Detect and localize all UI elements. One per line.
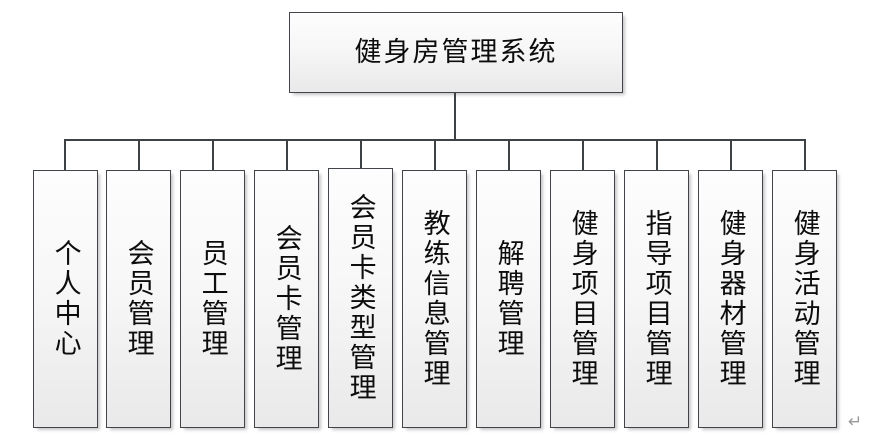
node-leaf-8-label: 健身项目管理 (567, 209, 598, 389)
node-leaf-9[interactable]: 指导项目管理 (624, 170, 689, 428)
node-leaf-10[interactable]: 健身器材管理 (698, 170, 763, 428)
connector-drop-8 (582, 139, 584, 170)
node-leaf-6[interactable]: 教练信息管理 (402, 170, 467, 428)
node-root-label: 健身房管理系统 (354, 36, 558, 67)
node-leaf-9-label: 指导项目管理 (641, 209, 672, 389)
node-leaf-2[interactable]: 会员管理 (106, 170, 171, 428)
connector-root-stem (454, 93, 456, 141)
node-leaf-3[interactable]: 员工管理 (180, 170, 245, 428)
connector-drop-11 (804, 139, 806, 170)
node-leaf-6-label: 教练信息管理 (419, 209, 450, 389)
connector-drop-6 (434, 139, 436, 170)
node-leaf-10-label: 健身器材管理 (715, 209, 746, 389)
connector-drop-2 (138, 139, 140, 170)
node-leaf-7-label: 解聘管理 (493, 239, 524, 359)
connector-drop-10 (730, 139, 732, 170)
node-root[interactable]: 健身房管理系统 (289, 12, 623, 93)
node-leaf-1[interactable]: 个人中心 (33, 170, 98, 428)
node-leaf-8[interactable]: 健身项目管理 (550, 170, 615, 428)
connector-drop-4 (286, 139, 288, 170)
node-leaf-11-label: 健身活动管理 (789, 209, 820, 389)
connector-drop-3 (212, 139, 214, 170)
node-leaf-5[interactable]: 会员卡类型管理 (328, 168, 393, 428)
node-leaf-11[interactable]: 健身活动管理 (772, 170, 837, 428)
node-leaf-1-label: 个人中心 (50, 239, 81, 359)
node-leaf-2-label: 会员管理 (123, 239, 154, 359)
connector-drop-9 (656, 139, 658, 170)
node-leaf-5-label: 会员卡类型管理 (345, 193, 376, 403)
connector-drop-1 (64, 139, 66, 170)
connector-drop-5 (360, 139, 362, 168)
connector-drop-7 (508, 139, 510, 170)
node-leaf-4-label: 会员卡管理 (271, 224, 302, 374)
node-leaf-3-label: 员工管理 (197, 239, 228, 359)
paragraph-mark: ↵ (848, 412, 863, 432)
node-leaf-4[interactable]: 会员卡管理 (254, 170, 319, 428)
node-leaf-7[interactable]: 解聘管理 (476, 170, 541, 428)
